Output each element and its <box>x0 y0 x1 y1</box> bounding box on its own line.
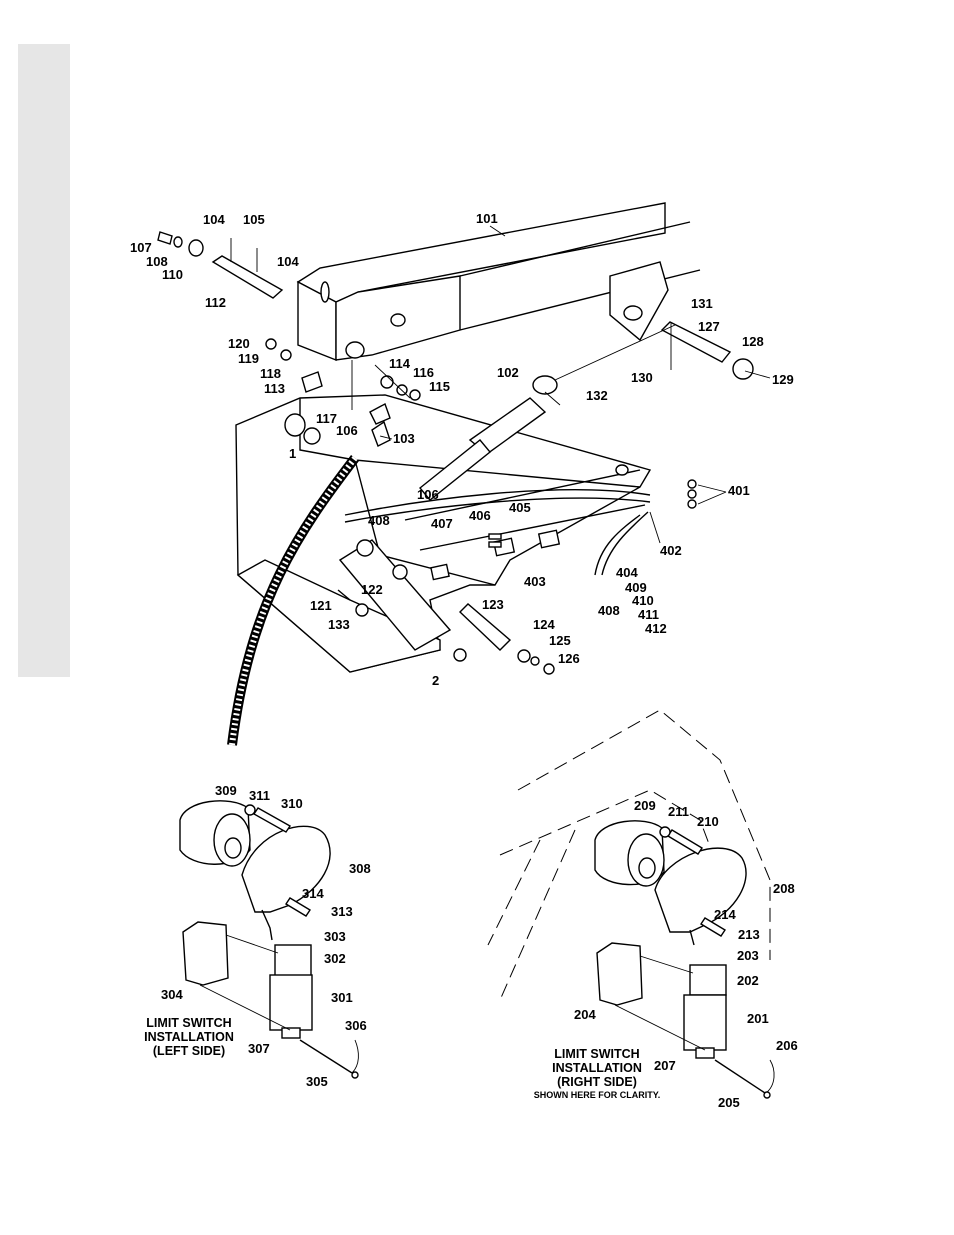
callout-406: 406 <box>469 508 491 523</box>
callout-311: 311 <box>249 788 270 803</box>
callout-118: 118 <box>260 366 281 381</box>
callout-207: 207 <box>654 1058 676 1073</box>
callout-112: 112 <box>205 295 226 310</box>
callout-123: 123 <box>482 597 504 612</box>
callout-208: 208 <box>773 881 795 896</box>
callout-2: 2 <box>432 673 439 688</box>
callout-131: 131 <box>691 296 713 311</box>
right-caption: LIMIT SWITCH INSTALLATION (RIGHT SIDE) S… <box>534 1047 661 1100</box>
callout-116: 116 <box>413 365 434 380</box>
callout-309: 309 <box>215 783 237 798</box>
callout-labels: 101 104 105 104 107 108 110 112 120 119 … <box>130 211 798 1110</box>
callout-133: 133 <box>328 617 350 632</box>
callout-307: 307 <box>248 1041 270 1056</box>
callout-119: 119 <box>238 351 259 366</box>
callout-410: 410 <box>632 593 654 608</box>
callout-302: 302 <box>324 951 346 966</box>
callout-409: 409 <box>625 580 647 595</box>
callout-124: 124 <box>533 617 555 632</box>
callout-306: 306 <box>345 1018 367 1033</box>
left-caption-line3: (LEFT SIDE) <box>153 1044 225 1058</box>
callout-115: 115 <box>429 379 450 394</box>
callout-411: 411 <box>638 607 659 622</box>
margin-band <box>18 44 70 677</box>
callout-1: 1 <box>289 446 296 461</box>
callout-120: 120 <box>228 336 250 351</box>
callout-308: 308 <box>349 861 371 876</box>
right-caption-note: SHOWN HERE FOR CLARITY. <box>534 1090 661 1100</box>
callout-211: 211 <box>668 804 689 819</box>
callout-127: 127 <box>698 319 720 334</box>
callout-121: 121 <box>310 598 332 613</box>
callout-103: 103 <box>393 431 415 446</box>
left-caption-line1: LIMIT SWITCH <box>146 1016 231 1030</box>
callout-401: 401 <box>728 483 750 498</box>
callout-105: 105 <box>243 212 265 227</box>
callout-104: 104 <box>277 254 299 269</box>
callout-301: 301 <box>331 990 353 1005</box>
callout-129: 129 <box>772 372 794 387</box>
callout-126: 126 <box>558 651 580 666</box>
callout-402: 402 <box>660 543 682 558</box>
callout-214: 214 <box>714 907 736 922</box>
callout-106: 106 <box>417 487 439 502</box>
callout-405: 405 <box>509 500 531 515</box>
callout-110: 110 <box>162 267 183 282</box>
callout-108: 108 <box>146 254 168 269</box>
callout-101: 101 <box>476 211 498 226</box>
callout-132: 132 <box>586 388 608 403</box>
callout-117: 117 <box>316 411 337 426</box>
right-caption-line3: (RIGHT SIDE) <box>557 1075 637 1089</box>
left-caption: LIMIT SWITCH INSTALLATION (LEFT SIDE) <box>144 1016 234 1058</box>
left-limit-switch-drawing <box>179 800 359 1079</box>
callout-314: 314 <box>302 886 324 901</box>
callout-204: 204 <box>574 1007 596 1022</box>
callout-122: 122 <box>361 582 383 597</box>
callout-209: 209 <box>634 798 656 813</box>
callout-310: 310 <box>281 796 303 811</box>
callout-408: 408 <box>368 513 390 528</box>
right-limit-switch-drawing <box>487 709 775 1099</box>
callout-130: 130 <box>631 370 653 385</box>
callout-102: 102 <box>497 365 519 380</box>
callout-107: 107 <box>130 240 152 255</box>
callout-201: 201 <box>747 1011 769 1026</box>
callout-128: 128 <box>742 334 764 349</box>
callout-206: 206 <box>776 1038 798 1053</box>
callout-404: 404 <box>616 565 638 580</box>
callout-305: 305 <box>306 1074 328 1089</box>
right-caption-line1: LIMIT SWITCH <box>554 1047 639 1061</box>
callout-412: 412 <box>645 621 667 636</box>
callout-407: 407 <box>431 516 453 531</box>
callout-202: 202 <box>737 973 759 988</box>
callout-403: 403 <box>524 574 546 589</box>
callout-104: 104 <box>203 212 225 227</box>
callout-114: 114 <box>389 356 411 371</box>
callout-205: 205 <box>718 1095 740 1110</box>
callout-304: 304 <box>161 987 183 1002</box>
callout-113: 113 <box>264 381 285 396</box>
callout-203: 203 <box>737 948 759 963</box>
callout-213: 213 <box>738 927 760 942</box>
callout-313: 313 <box>331 904 353 919</box>
callout-106: 106 <box>336 423 358 438</box>
right-caption-line2: INSTALLATION <box>552 1061 642 1075</box>
left-caption-line2: INSTALLATION <box>144 1030 234 1044</box>
callout-210: 210 <box>697 814 719 829</box>
callout-125: 125 <box>549 633 571 648</box>
callout-303: 303 <box>324 929 346 944</box>
callout-408: 408 <box>598 603 620 618</box>
boom-assembly-drawing <box>157 202 771 746</box>
